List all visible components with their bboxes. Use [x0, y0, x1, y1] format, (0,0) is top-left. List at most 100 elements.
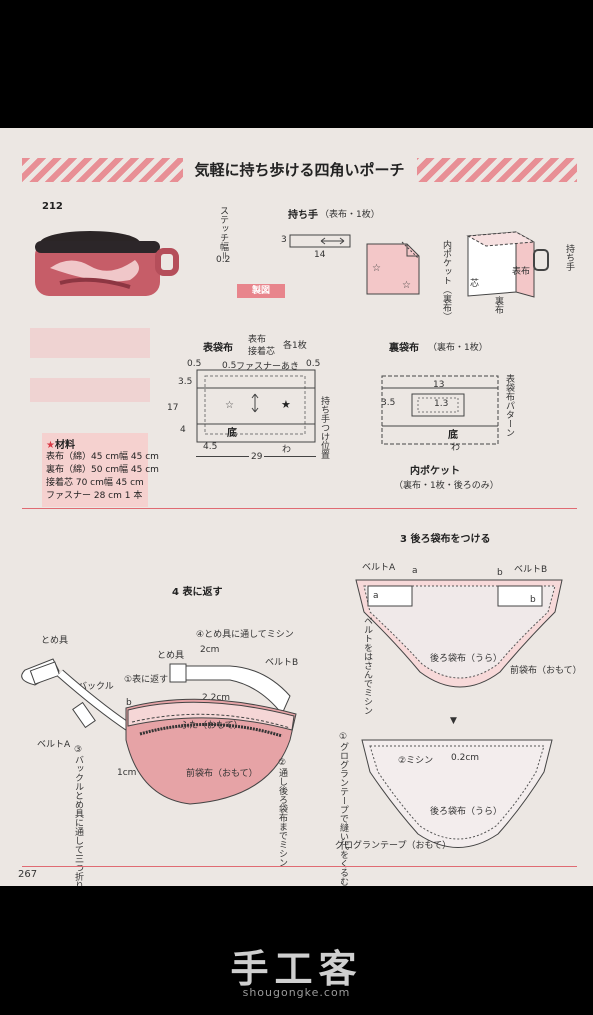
dim-h1: 3.5: [178, 377, 193, 387]
material-row: 接着芯 70 cm幅 45 cm: [46, 478, 144, 488]
step3-back2: 後ろ袋布（うら）: [430, 807, 503, 817]
step3-back-panel-2: [361, 739, 553, 848]
pouch-photo: [35, 231, 179, 296]
step3-belt-b: ベルトB: [514, 565, 548, 575]
label-inner-pocket: 内ポケット（裏布）: [441, 240, 451, 321]
step4-buckle: バックル: [78, 682, 114, 692]
step4-b: b: [126, 698, 132, 708]
outer-bottom-label: 底: [227, 428, 237, 439]
title-banner: 気軽に持ち歩ける四角いポーチ: [22, 158, 577, 182]
step3-grosgrain: ①グログランテープで縫い代をくるむ: [338, 732, 348, 886]
outer-panel-pattern: ☆ ★: [196, 369, 316, 443]
materials-box: ★材料 表布（綿）45 cm幅 45 cm 裏布（綿）50 cm幅 45 cm …: [42, 433, 159, 507]
footer-area: [0, 886, 593, 1015]
step4-turn: ①表に返す: [124, 675, 169, 685]
dim-top2: 0.5: [222, 361, 237, 371]
inner-pocket-title: 内ポケット: [410, 466, 460, 477]
label-outer: 表布: [512, 267, 531, 277]
lining-dim-p: 1.3: [434, 399, 449, 409]
dim-top: 0.5: [187, 359, 202, 369]
star-icon: ★: [46, 440, 55, 451]
outer-wa: わ: [282, 445, 292, 455]
handle-title: 持ち手: [288, 210, 318, 221]
step3-a2: a: [373, 591, 379, 601]
svg-text:☆: ☆: [225, 400, 234, 411]
materials-heading: ★材料: [46, 440, 75, 451]
lining-panel-spec: （裏布・1枚）: [428, 343, 488, 353]
step3-sandwich: ベルトをはさんでミシン: [362, 616, 372, 715]
label-handle: 持ち手: [564, 244, 574, 271]
step4-sew: ④とめ具に通してミシン: [196, 630, 294, 640]
svg-text:★: ★: [281, 398, 291, 411]
dim-w: 29: [249, 452, 265, 462]
box-sketch-small: ☆ ☆: [366, 241, 420, 295]
step3-title: 3 後ろ袋布をつける: [400, 534, 491, 545]
outer-panel-spec2: 接着芯: [248, 347, 276, 357]
dim-h2: 17: [167, 403, 179, 413]
step3-a: a: [412, 566, 418, 576]
lining-dim-h: 3.5: [381, 398, 396, 408]
step4-step3: ③バックルとめ具に通して三つ折りミシン: [73, 745, 83, 886]
lining-panel-pattern: [381, 375, 499, 445]
zipper-label: ファスナーあき: [236, 362, 300, 372]
step3-b2: b: [530, 595, 536, 605]
section-divider: [22, 508, 577, 509]
outer-panel-spec1: 表布: [248, 335, 267, 345]
step4-d2: 2cm: [200, 645, 220, 655]
handle-position-label: 持ち手つけ位置: [319, 396, 329, 459]
label-lining: 裏布: [493, 296, 503, 314]
section-tag: 製図: [237, 284, 285, 298]
step3-b: b: [497, 568, 503, 578]
dim-right: 0.5: [306, 359, 321, 369]
page-number: 267: [18, 869, 38, 880]
svg-text:☆: ☆: [372, 263, 381, 274]
material-row: 表布（綿）45 cm幅 45 cm: [46, 452, 159, 462]
box-sketch-open: [466, 231, 549, 298]
step4-front: 前袋布（おもて）: [186, 769, 258, 779]
dim-h3: 4: [180, 425, 186, 435]
watermark-logo: 手工客: [230, 947, 363, 991]
step4-belt-a: ベルトA: [37, 740, 71, 750]
label-core: 芯: [470, 279, 480, 289]
outer-panel-count: 各1枚: [283, 341, 307, 351]
footer-divider: [22, 866, 577, 867]
handle-length: 14: [314, 250, 326, 260]
handle-pattern: [289, 234, 351, 248]
arrow-down-icon: ▼: [450, 716, 457, 726]
item-number: 212: [42, 201, 63, 212]
outer-panel-title: 表袋布: [203, 343, 233, 354]
step3-front: 前袋布（おもて）: [510, 666, 582, 676]
handle-width: 3: [281, 235, 287, 245]
pattern-page: 気軽に持ち歩ける四角いポーチ 212 ステッチ幅＝ 0.2 持ち手 （表布・1枚…: [0, 128, 593, 886]
stitch-width-value: 0.2: [216, 255, 231, 265]
faded-block: [30, 328, 150, 358]
lining-pattern-label: 表袋布パターン: [504, 374, 514, 437]
step3-back: 後ろ袋布（うら）: [430, 654, 503, 664]
svg-text:☆: ☆: [402, 280, 411, 291]
step4-d22: 2.2cm: [202, 693, 231, 703]
step3-grosgrain2: グログランテープ（おもて）: [335, 841, 452, 851]
watermark-url: shougongke.com: [242, 986, 351, 999]
lining-bottom-label: 底: [448, 430, 458, 441]
waist-pouch-illustration: [21, 658, 297, 805]
dim-left: 4.5: [203, 442, 218, 452]
handle-spec: （表布・1枚）: [320, 210, 380, 220]
step4-lid: ふた（おもて）: [180, 721, 243, 731]
lining-dim-w: 13: [433, 380, 445, 390]
step4-title: 4 表に返す: [172, 587, 223, 598]
material-row: 裏布（綿）50 cm幅 45 cm: [46, 465, 159, 475]
step4-buckle-tip: とめ具: [41, 636, 69, 646]
step4-buckle-tip2: とめ具: [157, 651, 185, 661]
step4-d1: 1cm: [117, 768, 137, 778]
lining-panel-title: 裏袋布: [389, 343, 419, 354]
step4-belt-b: ベルトB: [265, 658, 299, 668]
step3-d02: 0.2cm: [451, 753, 480, 763]
step3-sew: ②ミシン: [398, 756, 434, 766]
material-row: ファスナー 28 cm 1 本: [46, 491, 143, 501]
inner-pocket-spec: （裏布・1枚・後ろのみ）: [394, 481, 499, 491]
step3-back-panel: [355, 579, 563, 688]
lining-wa: わ: [451, 443, 461, 453]
step3-belt-a: ベルトA: [362, 563, 396, 573]
step4-step2: ②通し後ろ袋布までミシン: [277, 758, 287, 867]
page-title: 気軽に持ち歩ける四角いポーチ: [182, 158, 417, 182]
